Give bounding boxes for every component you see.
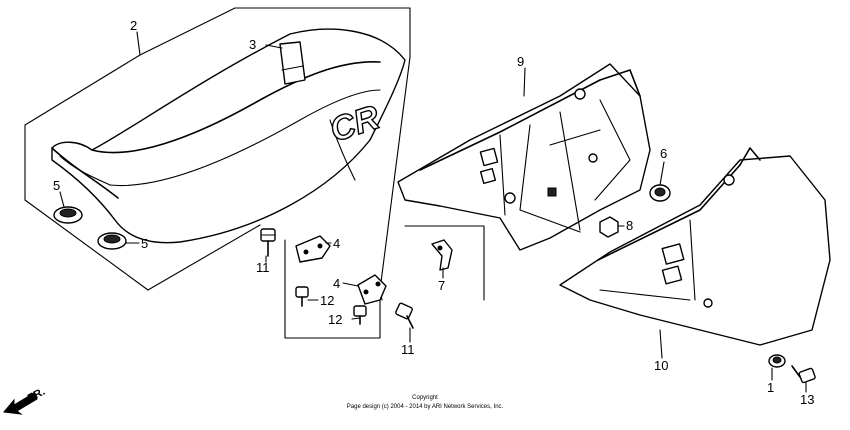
callout-11-lower: 11 [401, 342, 415, 357]
callout-1: 1 [767, 380, 774, 395]
clip [431, 239, 453, 271]
bracket-4-upper [295, 235, 331, 263]
callout-12-lower: 12 [328, 312, 342, 327]
clip-group-box [404, 225, 485, 301]
seat: CR [51, 28, 406, 244]
callout-10: 10 [654, 358, 668, 373]
bolt-12-lower [353, 305, 367, 325]
leader-lines [59, 31, 807, 393]
callout-6: 6 [660, 146, 667, 161]
side-cover-right [559, 147, 831, 346]
bolt-13 [791, 365, 816, 384]
bolt-11-lower [395, 302, 414, 329]
front-label: FR. [26, 386, 47, 405]
bolt-11-upper [260, 228, 276, 257]
callout-2: 2 [130, 18, 137, 33]
side-cover-left [397, 63, 651, 251]
copyright-line1: Copyright [412, 395, 438, 401]
front-direction-indicator: FR. [3, 386, 47, 415]
callout-5-lower: 5 [141, 236, 148, 251]
bolt-12-upper [295, 286, 309, 307]
grommet-6 [649, 184, 671, 202]
seat-bumper-upper [53, 206, 83, 224]
callouts: 2 3 5 5 4 4 11 12 12 11 7 9 6 8 10 1 13 [53, 18, 814, 407]
callout-7: 7 [438, 278, 445, 293]
nut-8 [599, 216, 619, 238]
front-arrow-icon [3, 392, 38, 415]
callout-12-upper: 12 [320, 293, 334, 308]
copyright-line2: Page design (c) 2004 - 2014 by ARI Netwo… [347, 404, 504, 410]
callout-11-upper: 11 [256, 260, 270, 275]
bracket-4-lower [357, 274, 387, 305]
callout-9: 9 [517, 54, 524, 69]
callout-8: 8 [626, 218, 633, 233]
callout-4-lower: 4 [333, 276, 340, 291]
copyright-notice: Copyright Page design (c) 2004 - 2014 by… [347, 395, 504, 410]
collar-1 [768, 354, 786, 368]
callout-5-upper: 5 [53, 178, 60, 193]
seat-strap [279, 41, 306, 85]
callout-13: 13 [800, 392, 814, 407]
seat-bumper-lower [97, 232, 127, 250]
callout-3: 3 [249, 37, 256, 52]
callout-4-upper: 4 [333, 236, 340, 251]
seat-group-box [24, 7, 411, 339]
